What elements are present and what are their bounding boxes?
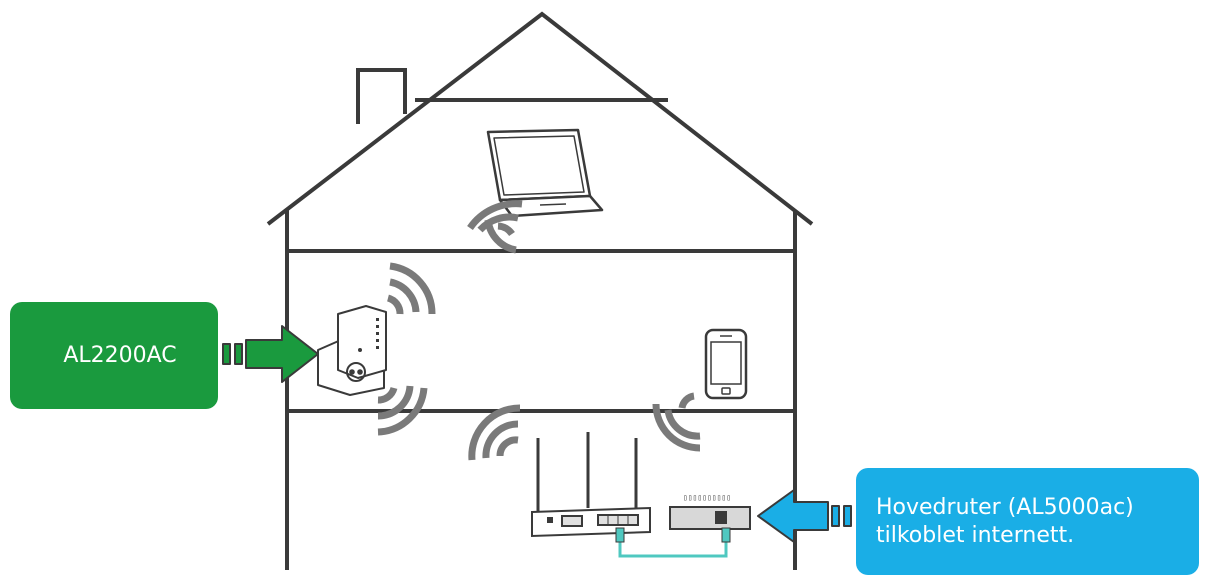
laptop-icon xyxy=(486,128,604,218)
smartphone-icon xyxy=(704,328,748,400)
wifi-signal-icon xyxy=(386,262,436,315)
wifi-signal-icon xyxy=(652,392,701,452)
network-cable xyxy=(615,527,731,558)
house-outline xyxy=(266,11,814,570)
wifi-extender-icon xyxy=(317,305,387,396)
wifi-signal-icon xyxy=(468,404,521,461)
router-icon xyxy=(531,432,651,538)
modem-label: ▯▯▯▯▯▯▯▯▯▯ xyxy=(683,493,732,502)
router-label-line1: Hovedruter (AL5000ac) xyxy=(876,494,1134,520)
arrow-icon xyxy=(222,325,319,383)
modem-icon xyxy=(669,506,751,530)
extender-label: AL2200AC xyxy=(63,343,177,368)
extender-callout: AL2200AC xyxy=(10,302,218,409)
arrow-icon xyxy=(757,489,852,543)
wifi-signal-icon xyxy=(467,200,523,254)
wifi-signal-icon xyxy=(377,385,428,436)
router-callout: Hovedruter (AL5000ac) tilkoblet internet… xyxy=(856,468,1199,575)
router-label-line2: tilkoblet internett. xyxy=(876,522,1075,548)
